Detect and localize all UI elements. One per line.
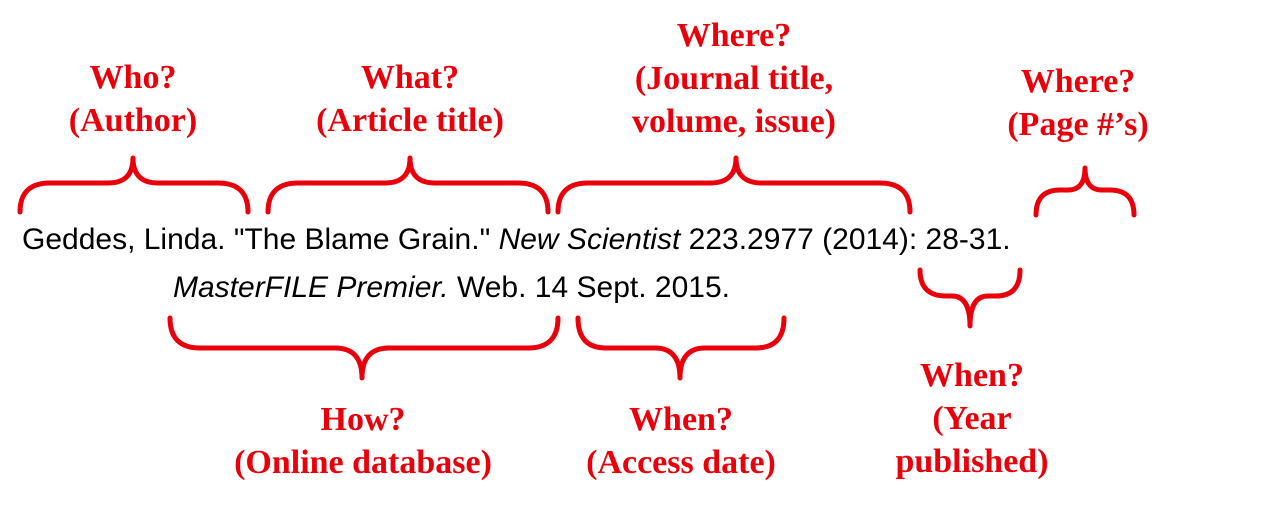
author-brace bbox=[17, 155, 251, 215]
database-brace bbox=[167, 315, 561, 381]
citation-access-date: 14 Sept. 2015. bbox=[534, 271, 730, 304]
citation-year: (2014): bbox=[822, 223, 918, 256]
when-year-explanation-1: (Year bbox=[932, 400, 1012, 437]
citation-volume-issue: 223.2977 bbox=[688, 223, 814, 256]
how-explanation: (Online database) bbox=[234, 444, 492, 481]
citation-title: "The Blame Grain." bbox=[233, 223, 491, 256]
citation-medium: Web. bbox=[456, 271, 527, 304]
when-access-explanation: (Access date) bbox=[586, 444, 776, 481]
when-access-label: When? (Access date) bbox=[586, 398, 776, 484]
where-journal-explanation-1: (Journal title, bbox=[634, 60, 834, 97]
how-label: How? (Online database) bbox=[234, 398, 492, 484]
where-journal-label: Where? (Journal title, volume, issue) bbox=[632, 14, 836, 143]
journal-brace bbox=[555, 155, 913, 215]
who-label: Who? (Author) bbox=[69, 56, 197, 142]
when-access-question: When? bbox=[629, 401, 733, 438]
where-pages-label: Where? (Page #’s) bbox=[1007, 60, 1148, 146]
who-explanation: (Author) bbox=[68, 102, 198, 139]
when-year-explanation-2: published) bbox=[895, 443, 1049, 480]
citation-author: Geddes, Linda. bbox=[22, 223, 226, 256]
how-question: How? bbox=[320, 401, 406, 438]
what-question: What? bbox=[360, 59, 460, 96]
where-journal-explanation-2: volume, issue) bbox=[632, 103, 836, 140]
access-date-brace bbox=[575, 315, 787, 381]
citation-line-2: MasterFILE Premier. Web. 14 Sept. 2015. bbox=[173, 264, 730, 312]
what-label: What? (Article title) bbox=[316, 56, 504, 142]
pages-brace bbox=[1033, 165, 1137, 218]
citation-line-1: Geddes, Linda. "The Blame Grain." New Sc… bbox=[22, 216, 1011, 264]
who-question: Who? bbox=[89, 59, 177, 96]
when-year-question: When? bbox=[920, 357, 1024, 394]
citation-database: MasterFILE Premier. bbox=[173, 271, 449, 304]
when-year-label: When? (Year published) bbox=[895, 354, 1048, 483]
where-journal-question: Where? bbox=[676, 17, 792, 54]
citation-pages: 28-31. bbox=[925, 223, 1011, 256]
year-brace bbox=[917, 267, 1023, 329]
title-brace bbox=[265, 155, 551, 215]
citation-journal: New Scientist bbox=[498, 223, 681, 256]
where-pages-question: Where? bbox=[1020, 63, 1136, 100]
where-pages-explanation: (Page #’s) bbox=[1007, 106, 1149, 143]
what-explanation: (Article title) bbox=[316, 102, 504, 139]
